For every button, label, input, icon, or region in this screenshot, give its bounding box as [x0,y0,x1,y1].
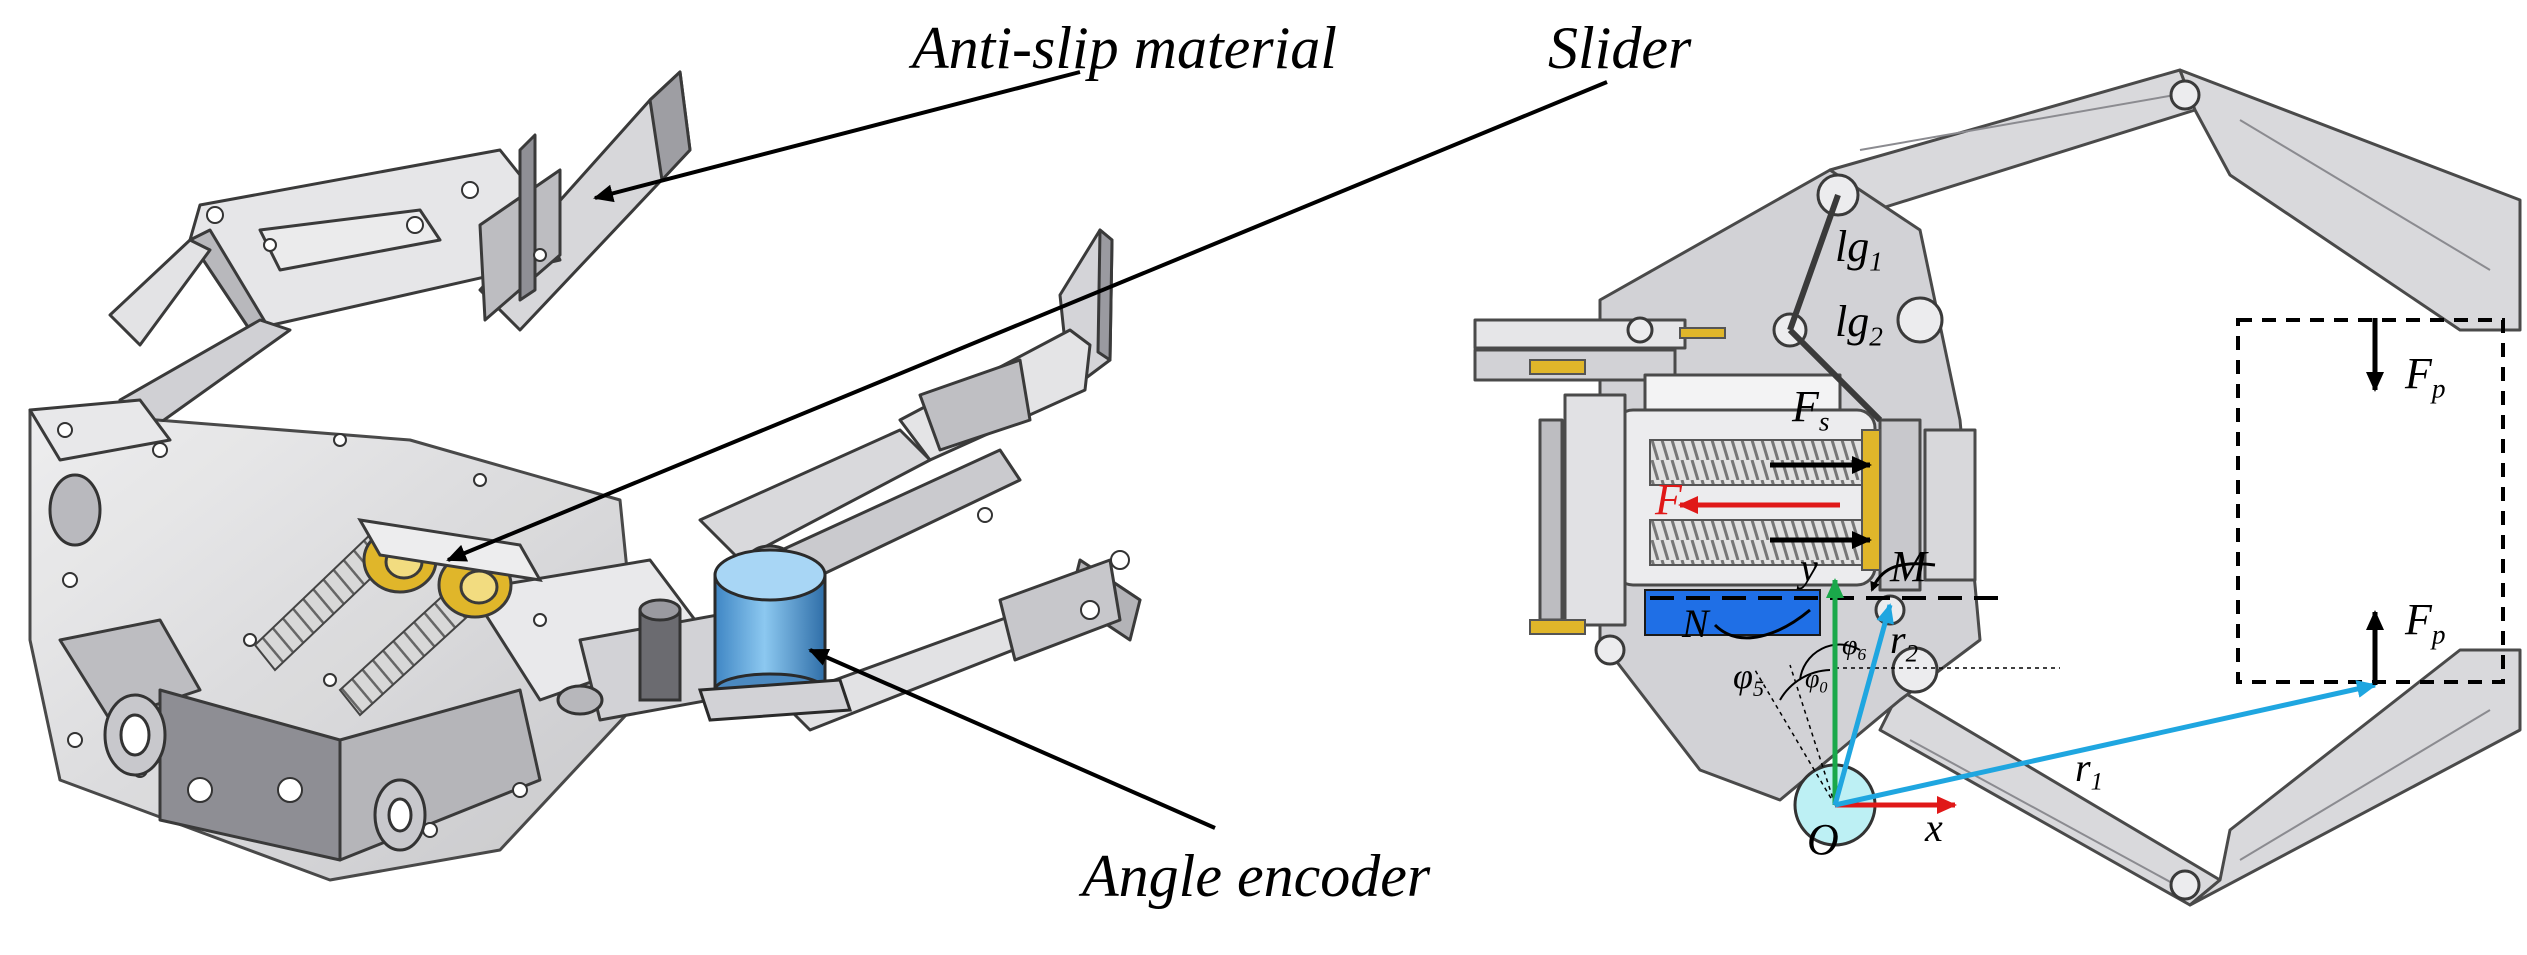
m-symbol: M [1890,542,1927,591]
fp-top-symbol: Fp [2405,349,2446,404]
moment-arc [1870,562,1936,592]
f-symbol: F [1655,475,1682,524]
upper-finger [108,70,692,432]
n-symbol: N [1682,601,1709,646]
lead-screws [253,528,482,717]
angle-encoder [697,548,853,722]
lg-link [1787,193,1883,423]
r2-symbol: r2 [1890,617,1918,668]
upper-link [1828,68,2522,332]
upper-finger-holes [206,181,547,262]
n-leader [1713,608,1811,640]
lg1-symbol: lg1 [1835,222,1883,277]
fs-symbol: Fs [1792,382,1830,437]
x-symbol: x [1925,805,1943,850]
base-body-holes [57,422,598,838]
r1-symbol: r1 [2075,745,2103,796]
o-symbol: O [1807,815,1839,864]
anti-slip-label: Anti-slip material [912,15,1337,81]
lg2-symbol: lg2 [1835,297,1883,352]
joints [1594,79,2201,901]
slider-arrow [446,80,1608,562]
lower-finger-holes [977,507,1130,620]
mechanism-2d-view [1473,68,2522,907]
r1-vector [1834,680,2377,808]
phi5-symbol: φ5 [1733,656,1765,701]
phi0-symbol: φ0 [1805,664,1828,697]
anti-slip-arrow [593,70,1081,203]
phi6-symbol: φ6 [1842,630,1867,665]
vectors [1678,318,2384,814]
angle-encoder-label: Angle encoder [1082,843,1431,909]
slider-label: Slider [1548,15,1692,81]
gripper-3d-view [28,70,1608,882]
lower-link [1878,648,2522,907]
r2-vector [1832,603,1894,806]
encoder-arrow [808,648,1216,830]
lower-finger [698,228,1142,732]
fp-bottom-symbol: Fp [2405,595,2446,650]
reference-lines [1650,318,2505,806]
y-symbol: y [1800,545,1818,590]
side-hinge [48,473,427,852]
callout-arrows [446,70,1608,830]
